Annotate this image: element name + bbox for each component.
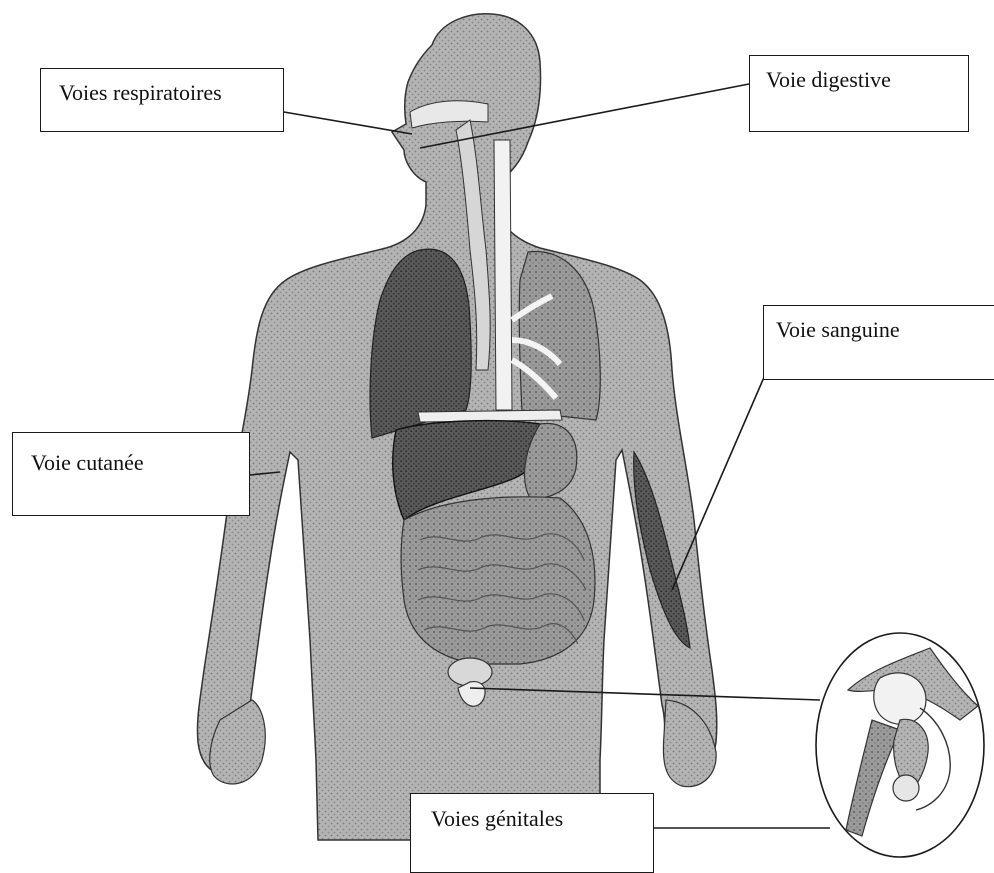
label-blood-text: Voie sanguine [776,317,900,342]
label-digestive-text: Voie digestive [766,67,891,92]
intestines [401,497,595,664]
inset-testis [893,775,919,801]
inset-bladder [874,673,926,724]
label-genital-text: Voies génitales [431,806,563,831]
leader-respiratory [284,112,412,134]
trachea [494,140,512,410]
genital-inset [816,633,984,857]
label-respiratory-text: Voies respiratoires [59,80,222,105]
label-respiratory-route: Voies respiratoires [40,68,284,132]
label-digestive-route: Voie digestive [749,55,969,132]
label-genital-route: Voies génitales [410,793,654,873]
label-blood-route: Voie sanguine [763,305,994,380]
label-skin-route: Voie cutanée [12,432,250,516]
label-skin-text: Voie cutanée [31,450,144,475]
